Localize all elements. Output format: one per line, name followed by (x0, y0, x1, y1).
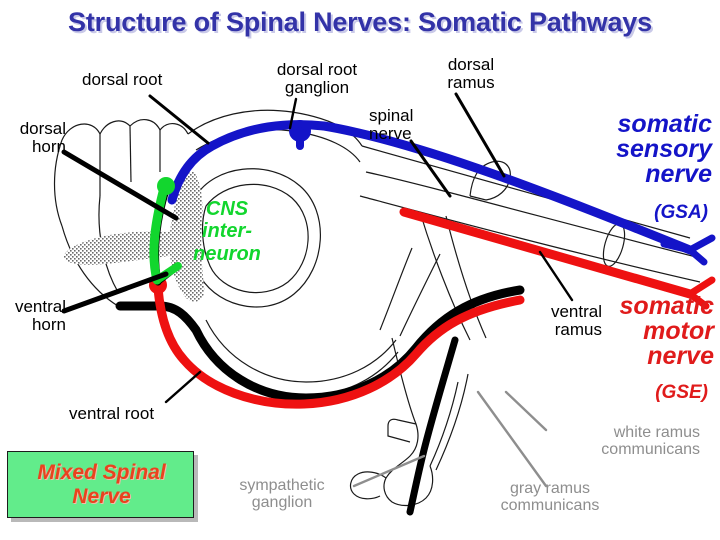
label-gse: (GSE) (655, 382, 708, 403)
label-gsa: (GSA) (654, 202, 708, 223)
leader-lines-gray (352, 390, 548, 488)
label-mixed-spinal-nerve: Mixed Spinal Nerve (37, 461, 166, 509)
label-dorsal-root: dorsal root (82, 70, 163, 89)
label-white-ramus-communicans: white ramus communicans (601, 424, 700, 458)
somatic-sensory-pathway (167, 120, 716, 266)
nerve-sheath-outlines (359, 145, 701, 341)
label-gray-ramus-communicans: gray ramus communicans (500, 480, 600, 514)
label-dorsal-ramus: dorsal ramus (447, 55, 495, 92)
label-ventral-ramus: ventral ramus (550, 302, 602, 339)
sympathetic-trunk-outline (349, 337, 469, 507)
label-dorsal-root-ganglion: dorsal root ganglion (276, 60, 358, 97)
label-spinal-nerve: spinal nerve (369, 106, 414, 143)
label-ventral-root: ventral root (69, 404, 155, 423)
page-title: Structure of Spinal Nerves: Somatic Path… (68, 7, 652, 37)
somatic-motor-pathway (149, 207, 716, 409)
mixed-spinal-nerve-callout: Mixed Spinal Nerve (7, 451, 194, 518)
gray-matter (63, 172, 205, 302)
label-sympathetic-ganglion: sympathetic ganglion (239, 477, 325, 511)
label-cns-interneuron: CNS inter- neuron (193, 198, 261, 265)
leader-lines-black (61, 92, 574, 404)
label-ventral-horn: ventral horn (14, 297, 66, 334)
label-somatic-sensory-nerve: somatic sensory nerve (616, 110, 712, 188)
label-somatic-motor-nerve: somatic motor nerve (619, 292, 714, 370)
label-dorsal-horn: dorsal horn (19, 119, 66, 156)
trunk-shadow-edge (406, 336, 459, 516)
ventral-root-outline (115, 285, 525, 403)
